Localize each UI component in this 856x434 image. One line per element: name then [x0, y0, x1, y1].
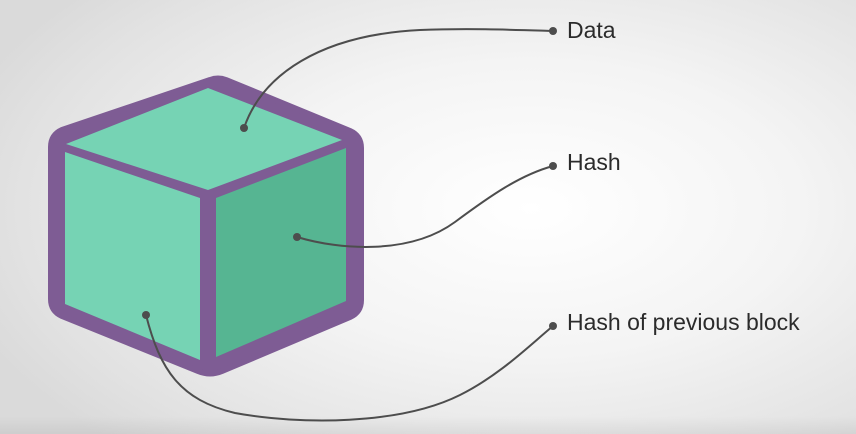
leader-line-hash	[296, 165, 554, 248]
dot-data-start	[240, 124, 248, 132]
label-hash: Hash	[567, 149, 621, 175]
dot-hash-start	[293, 233, 301, 241]
leader-line-data	[243, 28, 554, 129]
leader-line-prev-hash	[145, 314, 554, 422]
dot-prev-hash-end	[549, 322, 557, 330]
block-cube	[48, 75, 364, 377]
leader-lines	[145, 28, 554, 422]
callout-labels: Data Hash Hash of previous block	[567, 17, 800, 335]
label-hash-of-previous-block: Hash of previous block	[567, 309, 800, 335]
label-data: Data	[567, 17, 616, 43]
cube-left-face	[65, 152, 200, 360]
leader-dots	[142, 27, 557, 330]
dot-hash-end	[549, 162, 557, 170]
cube-right-face	[216, 148, 346, 357]
bottom-shade	[0, 416, 856, 434]
dot-data-end	[549, 27, 557, 35]
dot-prev-hash-start	[142, 311, 150, 319]
cube-top-face	[66, 88, 342, 190]
